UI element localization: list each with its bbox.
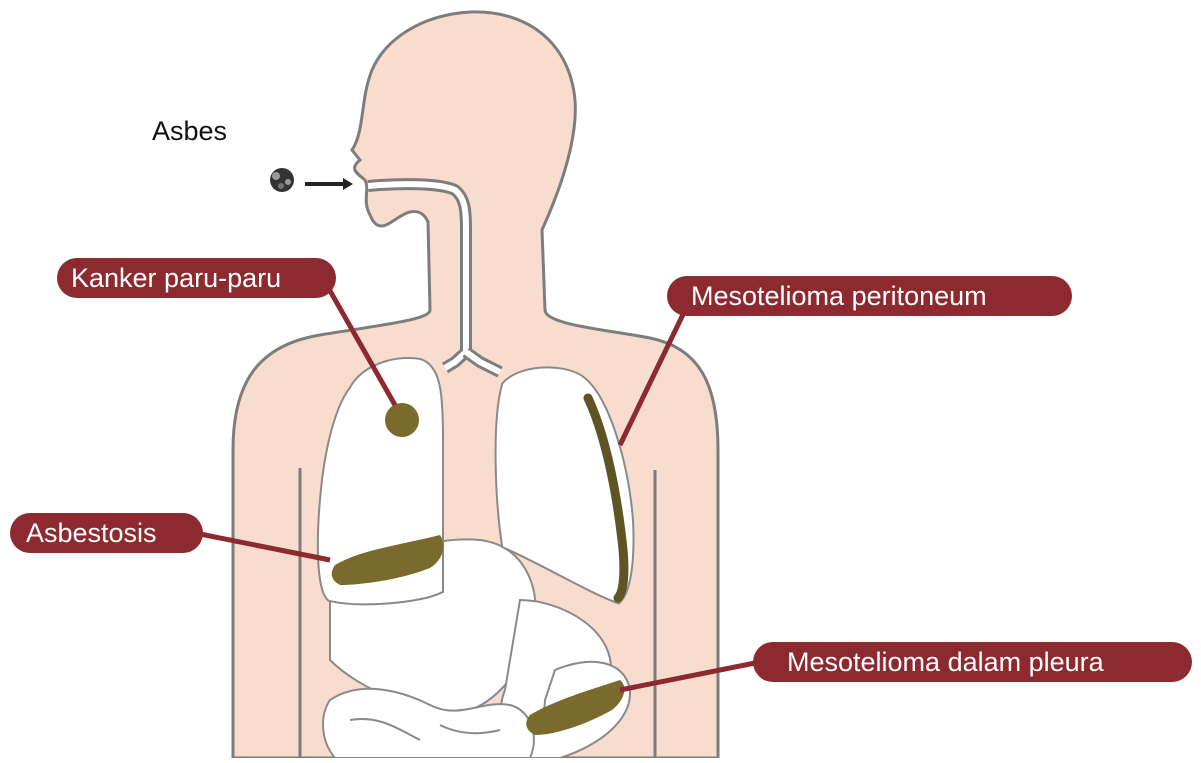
label-lung-cancer: Kanker paru-paru <box>57 258 336 298</box>
label-peritoneal-mesothelioma: Mesotelioma peritoneum <box>667 276 1072 316</box>
asbestos-title: Asbes <box>152 118 227 145</box>
label-asbestosis: Asbestosis <box>10 513 203 553</box>
arrow-right-icon <box>305 178 353 190</box>
lung-tumor <box>385 403 419 437</box>
label-pleural-mesothelioma: Mesotelioma dalam pleura <box>753 642 1192 682</box>
asbestos-particle-icon <box>270 168 294 192</box>
